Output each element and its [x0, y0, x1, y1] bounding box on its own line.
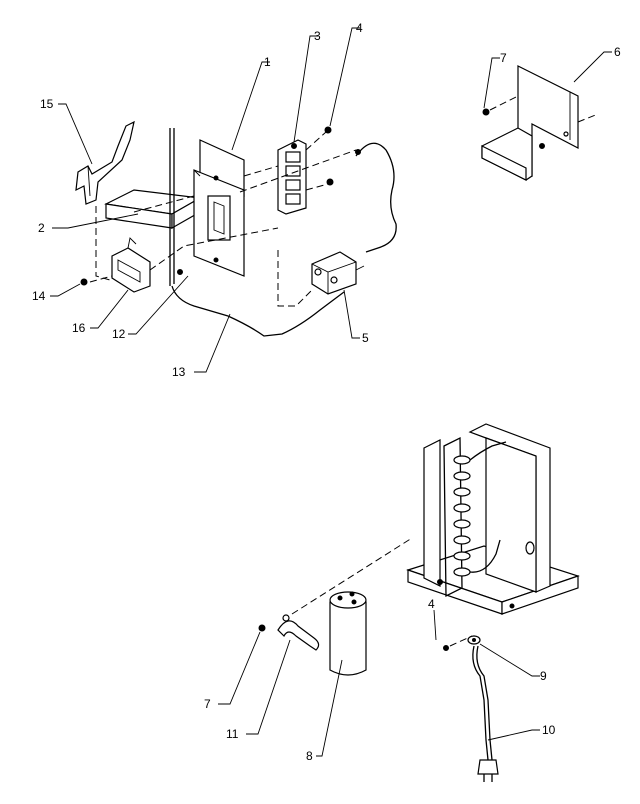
- mounting-bracket-6: [481, 65, 599, 181]
- callout-13: 13: [172, 365, 186, 379]
- callout-1: 1: [264, 55, 271, 69]
- callout-7-upper: 7: [500, 51, 507, 65]
- callout-14: 14: [32, 289, 46, 303]
- coil-frame: [406, 423, 580, 615]
- callout-4-lower: 4: [428, 597, 435, 611]
- screw-12: [177, 269, 183, 275]
- terminal-block-16: [111, 237, 151, 293]
- leader-lines: [50, 27, 612, 757]
- callout-6: 6: [614, 45, 621, 59]
- callout-9: 9: [540, 669, 547, 683]
- capacitor-8: [329, 591, 367, 676]
- screw-7-lower: [258, 624, 266, 632]
- screw-7-top: [482, 108, 490, 116]
- callout-10: 10: [542, 723, 556, 737]
- grommet-9: [467, 635, 481, 645]
- assembly-line-screw-4: [449, 635, 473, 647]
- assembly-lines-upper: [89, 131, 357, 307]
- lead-wire: [355, 142, 397, 253]
- screw-14: [80, 278, 88, 286]
- callout-2: 2: [38, 221, 45, 235]
- control-panel-1: [193, 139, 245, 277]
- screws-4: [324, 126, 334, 186]
- callout-8: 8: [306, 749, 313, 763]
- shelf-2: [104, 189, 202, 230]
- callout-12: 12: [112, 327, 126, 341]
- callout-labels: 1 2 3 4 5 6 7 12 13 14 15 16 4 7 8 9 10 …: [32, 21, 621, 763]
- callout-3: 3: [314, 29, 321, 43]
- callout-11: 11: [226, 727, 239, 741]
- callout-15: 15: [40, 97, 54, 111]
- bracket-15: [75, 120, 135, 205]
- callout-4-upper: 4: [356, 21, 363, 35]
- switch-block-3: [277, 139, 307, 215]
- screw-4-lower: [443, 645, 449, 651]
- callout-5: 5: [362, 331, 369, 345]
- power-cord-10: [472, 645, 499, 782]
- capacitor-clip-11: [277, 614, 320, 651]
- callout-7-lower: 7: [204, 697, 211, 711]
- thermostat-capillary-13: [169, 128, 345, 337]
- coil-tubes: [453, 441, 507, 577]
- callout-16: 16: [72, 321, 86, 335]
- relay-5: [311, 251, 365, 295]
- assembly-line-lower: [291, 537, 413, 615]
